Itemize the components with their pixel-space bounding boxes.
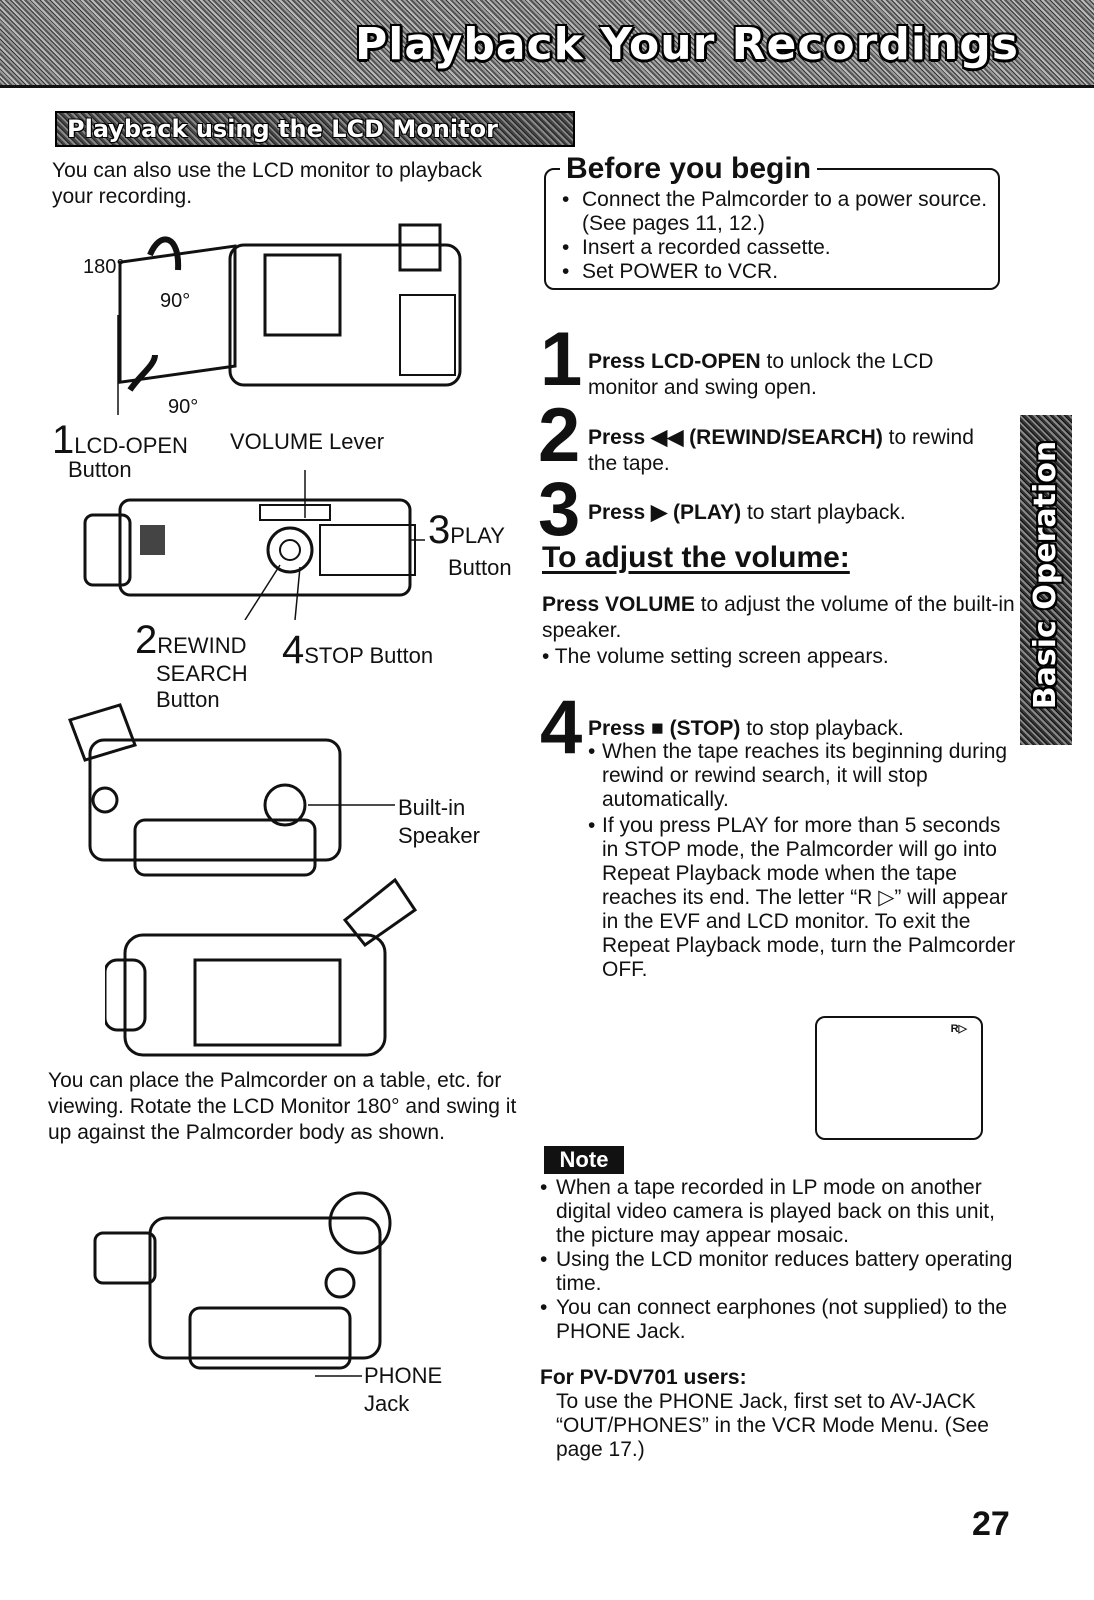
note-badge: Note — [544, 1146, 624, 1174]
table-view-illustration — [105, 875, 425, 1065]
angle-90-top-label: 90° — [160, 290, 191, 312]
speaker-label-2: Speaker — [398, 823, 480, 848]
repeat-indicator: R▷ — [950, 1023, 967, 1035]
phone-label-2: Jack — [364, 1391, 410, 1416]
list-item: You can connect earphones (not supplied)… — [540, 1296, 1020, 1344]
callout-2: 2REWIND — [135, 618, 247, 662]
step-4-number: 4 — [540, 685, 583, 770]
list-item: When the tape reaches its beginning duri… — [588, 740, 1018, 812]
volume-lever-label: VOLUME Lever — [230, 429, 385, 454]
angle-90-bottom-label: 90° — [168, 396, 199, 418]
callout-1: 1LCD-OPEN — [52, 418, 188, 462]
before-you-begin-title: Before you begin — [560, 152, 818, 186]
section-heading: Playback using the LCD Monitor — [55, 111, 575, 147]
adjust-volume-body: Press VOLUME to adjust the volume of the… — [542, 593, 1015, 668]
step-2-number: 2 — [538, 393, 581, 478]
side-tab — [1020, 415, 1072, 745]
adjust-volume-heading: To adjust the volume: — [542, 541, 850, 574]
callout-4: 4STOP Button — [282, 628, 434, 672]
step-1-text: Press LCD-OPEN to unlock the LCD monitor… — [588, 350, 934, 399]
page-number: 27 — [972, 1505, 1010, 1543]
step-4-text: Press ■ (STOP) to stop playback. — [588, 717, 904, 740]
stop-notes-list: When the tape reaches its beginning duri… — [588, 740, 1018, 984]
controls-illustration — [80, 470, 430, 620]
header-band — [0, 0, 1094, 88]
outro-text: You can place the Palmcorder on a table,… — [48, 1069, 517, 1144]
step-1-number: 1 — [540, 317, 583, 402]
phone-jack-illustration — [90, 1188, 450, 1388]
callout-1-sub: Button — [68, 457, 132, 482]
list-item: Connect the Palmcorder to a power source… — [560, 188, 990, 236]
list-item: If you press PLAY for more than 5 second… — [588, 814, 1018, 982]
step-3-number: 3 — [538, 467, 581, 552]
speaker-label-1: Built-in — [398, 795, 466, 820]
step-2-text: Press ◀◀ (REWIND/SEARCH) to rewind the t… — [588, 426, 974, 475]
callout-3-sub: Button — [448, 555, 512, 580]
callout-3: 3PLAY — [428, 508, 505, 552]
side-tab-label: Basic Operation — [1028, 440, 1063, 710]
before-you-begin-list: Connect the Palmcorder to a power source… — [560, 188, 990, 284]
list-item: When a tape recorded in LP mode on anoth… — [540, 1176, 1020, 1248]
step-3-text: Press ▶ (PLAY) to start playback. — [588, 501, 906, 524]
page-title: Playback Your Recordings — [355, 19, 1019, 70]
monitor-display: R▷ — [815, 1016, 983, 1140]
speaker-illustration — [60, 700, 400, 880]
lcd-rotate-illustration — [100, 215, 470, 415]
phone-label-1: PHONE — [364, 1363, 443, 1388]
list-item: Set POWER to VCR. — [560, 260, 990, 284]
intro-text: You can also use the LCD monitor to play… — [52, 159, 482, 208]
list-item: Using the LCD monitor reduces battery op… — [540, 1248, 1020, 1296]
for-users-heading: For PV-DV701 users: — [540, 1366, 747, 1389]
callout-2-sub1: SEARCH — [156, 661, 248, 686]
for-users-body: To use the PHONE Jack, first set to AV-J… — [556, 1390, 989, 1461]
callout-2-sub2: Button — [156, 687, 220, 712]
angle-180-label: 180° — [83, 256, 125, 278]
note-list: When a tape recorded in LP mode on anoth… — [540, 1176, 1020, 1344]
list-item: Insert a recorded cassette. — [560, 236, 990, 260]
